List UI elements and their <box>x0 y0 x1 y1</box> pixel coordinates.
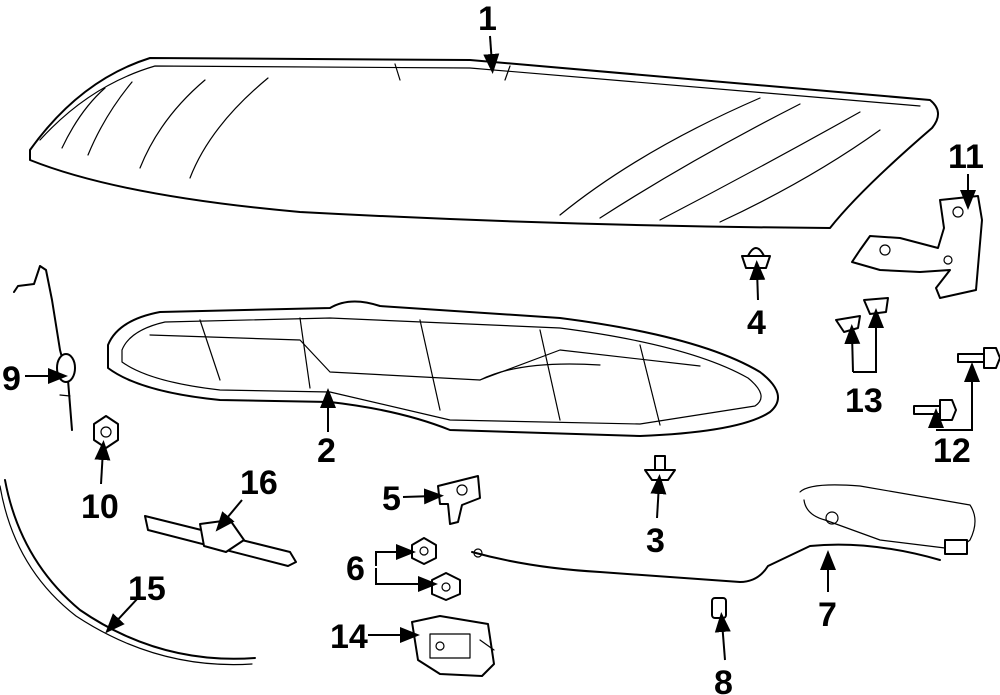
release-cable[interactable] <box>471 484 976 583</box>
callout-3: 3 <box>646 522 665 560</box>
callout-5: 5 <box>382 480 401 518</box>
release-handle[interactable] <box>144 515 297 567</box>
leader-lines <box>25 35 980 661</box>
push-pin[interactable] <box>741 247 771 269</box>
hood-hinge[interactable] <box>851 195 983 299</box>
callout-7: 7 <box>818 596 837 634</box>
latch-nut-lower[interactable] <box>431 572 461 601</box>
callout-10: 10 <box>81 488 119 526</box>
hinge-pin-right[interactable] <box>863 297 889 315</box>
hood-panel[interactable] <box>29 57 939 229</box>
callout-16: 16 <box>240 464 278 502</box>
callout-8: 8 <box>714 664 733 695</box>
latch-nut-upper[interactable] <box>411 537 437 565</box>
hood-insulator[interactable] <box>107 300 779 437</box>
latch-bracket[interactable] <box>437 475 481 525</box>
callout-14: 14 <box>330 618 368 656</box>
callout-13: 13 <box>845 382 883 420</box>
callout-2: 2 <box>317 432 336 470</box>
callout-12: 12 <box>933 432 971 470</box>
prop-rod-nut[interactable] <box>93 415 119 449</box>
prop-rod[interactable] <box>13 265 76 431</box>
callout-1: 1 <box>478 0 497 38</box>
hinge-bolt-left[interactable] <box>913 399 957 421</box>
hood-latch[interactable] <box>411 615 495 677</box>
callout-9: 9 <box>2 360 21 398</box>
callout-15: 15 <box>128 570 166 608</box>
insulator-clip[interactable] <box>644 455 676 481</box>
hood-bumper[interactable] <box>711 597 727 619</box>
callout-4: 4 <box>747 304 766 342</box>
callout-11: 11 <box>948 138 984 176</box>
hood-seal[interactable] <box>0 479 256 666</box>
callout-6: 6 <box>346 550 365 588</box>
hinge-pin-left[interactable] <box>835 315 861 333</box>
hinge-bolt-right[interactable] <box>957 347 1000 369</box>
